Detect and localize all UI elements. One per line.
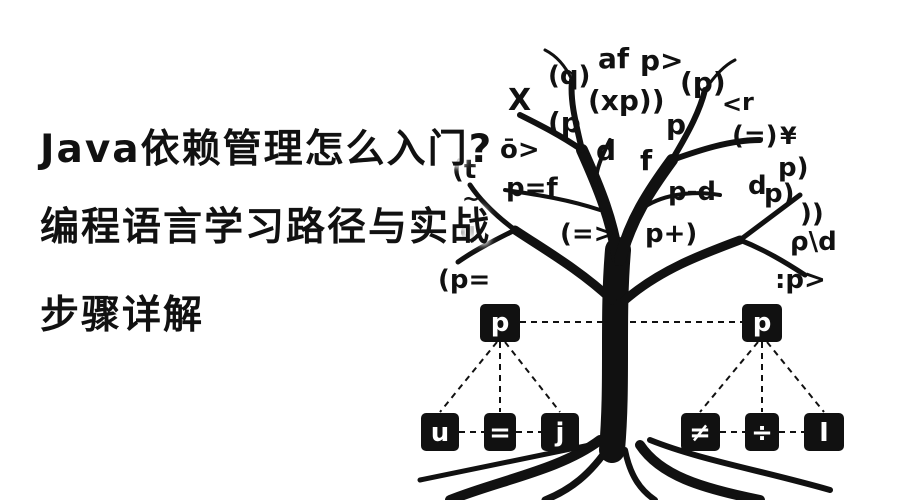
canopy-symbol: (p= (438, 265, 490, 295)
node-label: I (819, 418, 829, 448)
node-label: p (753, 308, 772, 338)
diagram-node-right-2: ÷ (745, 413, 779, 451)
diagram-node-right-1: ≠ (681, 413, 720, 451)
canopy-symbol: p=f (506, 173, 558, 203)
canopy-symbol: ~ (462, 187, 480, 212)
canopy-symbol: < (722, 90, 742, 118)
node-label: u (431, 418, 450, 448)
title-line-2: 编程语言学习路径与实战 (40, 205, 492, 250)
canopy-symbol: r (742, 88, 754, 116)
canopy-symbol: p) (764, 179, 795, 209)
node-label: ÷ (751, 418, 773, 448)
canopy-symbol: (=) (732, 121, 778, 151)
canopy-symbol: (xp)) (588, 84, 665, 117)
canopy-symbol: d (596, 134, 616, 167)
diagram-node-left-1: u (421, 413, 459, 451)
node-label: ≠ (689, 418, 711, 448)
canopy-symbol: ¥ (780, 122, 797, 150)
node-label: p (491, 308, 510, 338)
diagram-node-root-left: p (480, 304, 520, 342)
node-label: j (555, 418, 565, 448)
diagram-connectors (439, 321, 825, 433)
canopy-symbol: p> (640, 44, 684, 77)
canopy-symbol: f (640, 144, 653, 177)
canopy-symbol: (q) (548, 61, 590, 91)
diagram-node-left-3: j (541, 413, 579, 451)
tree-trunk (455, 48, 808, 463)
canopy-symbol: (t (452, 155, 476, 185)
canopy-symbol: )) (800, 199, 824, 229)
canopy-symbol: p+) (645, 219, 697, 249)
canopy-symbol: ō> (500, 135, 540, 165)
canopy-symbol: d (748, 171, 767, 201)
canopy-symbol: q (460, 219, 476, 244)
canopy-symbol: p) (778, 153, 809, 183)
title-line-3: 步骤详解 (40, 293, 205, 338)
diagram-node-right-3: I (804, 413, 844, 451)
canopy-symbol: (p) (680, 66, 726, 99)
title-line-1: Java依赖管理怎么入门? (40, 127, 494, 172)
canopy-symbol: p-d (668, 177, 716, 207)
canopy-symbol: ρ\d (790, 227, 837, 257)
diagram-node-left-2: = (484, 413, 516, 451)
canopy-symbols: (q) af p> (p) X (xp)) < r (p p (=) ¥ ō> … (438, 42, 837, 295)
canopy-symbol: p (666, 108, 686, 141)
canopy-symbol: :p> (775, 265, 826, 295)
node-label: = (489, 418, 511, 448)
canopy-symbol: af (598, 42, 630, 75)
canopy-symbol: X (508, 83, 531, 118)
canopy-symbol: (p (548, 106, 581, 139)
canopy-symbol: (=> (560, 219, 615, 249)
diagram-node-root-right: p (742, 304, 782, 342)
